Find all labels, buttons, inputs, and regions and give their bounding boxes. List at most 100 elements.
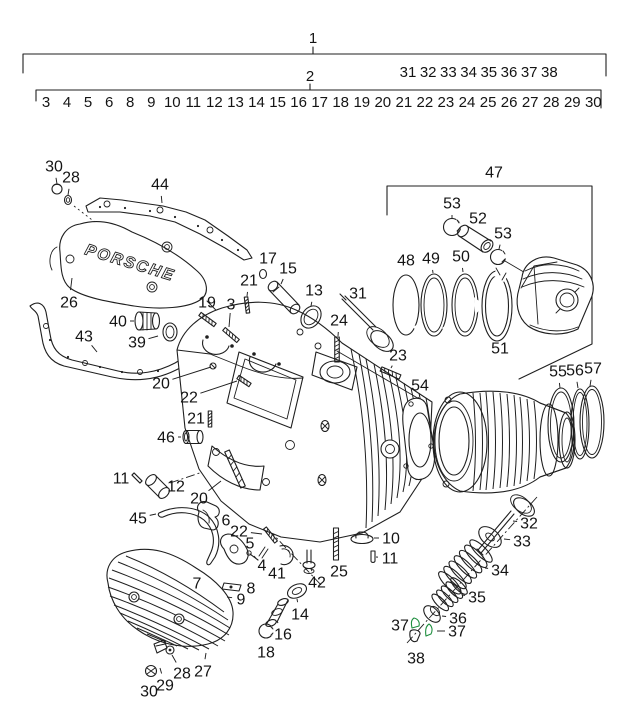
rocker-saddle-6 — [197, 501, 220, 531]
clamp-41 — [279, 545, 294, 566]
stud — [334, 336, 340, 363]
cover-27-boss — [128, 591, 140, 603]
cover-26-boss-hole — [164, 244, 170, 250]
stud — [243, 296, 251, 314]
spring-washer-28-hole — [65, 197, 71, 203]
upper-valve-cover-group: PORSCHE — [29, 183, 253, 381]
callout-number-14: 14 — [291, 607, 309, 624]
callout-number-23: 23 — [389, 348, 407, 365]
plug-40 — [134, 311, 161, 331]
head-fin-boss-hole — [385, 444, 395, 454]
range-number: 10 — [164, 94, 181, 111]
valve-train-group — [350, 494, 535, 643]
cover-26-boss — [161, 241, 173, 253]
callout-number-43: 43 — [75, 329, 93, 346]
seal-ring-14 — [286, 583, 308, 599]
callout-number-31: 31 — [349, 286, 367, 303]
piston-pin-52 — [457, 224, 494, 253]
group47-bracket — [386, 185, 593, 380]
spring-coil — [440, 585, 459, 604]
range-number: 6 — [105, 94, 113, 111]
spring-coil — [431, 593, 450, 612]
callout-number-11: 11 — [382, 551, 399, 568]
callout-number-41: 41 — [268, 566, 286, 583]
stud — [263, 526, 278, 544]
callout-leader — [67, 188, 70, 196]
callout-leader — [296, 598, 299, 603]
valve-seal-13 — [300, 305, 322, 329]
spring-coil — [464, 544, 488, 569]
callout-number-8: 8 — [247, 581, 256, 598]
callout-number-45: 45 — [129, 511, 147, 528]
callout-number-18: 18 — [257, 645, 275, 662]
valve-keeper-37b — [425, 623, 433, 637]
callout-leader — [208, 480, 222, 492]
range-number: 23 — [438, 94, 455, 111]
gasket-44-hole — [103, 200, 111, 208]
spring-coil — [453, 555, 478, 579]
cover-27-boss-hole — [131, 594, 137, 600]
callout-leader — [498, 244, 501, 250]
range-number: 35 — [480, 64, 497, 81]
head-fin-boss — [380, 439, 400, 459]
dome-nut-30-slot — [52, 184, 62, 187]
head-bolt-hole — [212, 448, 220, 456]
valve-spring-35 — [431, 577, 468, 612]
callout-number-56: 56 — [566, 363, 584, 380]
valve-cover-26 — [59, 221, 207, 309]
range-number: 26 — [501, 94, 518, 111]
callout-leader — [253, 555, 257, 559]
callout-leader — [512, 520, 518, 522]
callout-number-49: 49 — [422, 251, 440, 268]
callout-leader — [310, 568, 313, 572]
range-number: 24 — [459, 94, 476, 111]
cover-27-boss — [173, 613, 185, 625]
callout-number-24: 24 — [330, 313, 348, 330]
head-center-opening — [226, 351, 304, 429]
stud — [207, 410, 213, 428]
range-number: 15 — [269, 94, 286, 111]
callout-number-21: 21 — [187, 411, 205, 428]
cover-gasket-44 — [85, 197, 253, 261]
stud — [131, 472, 143, 484]
callout-number-35: 35 — [468, 590, 486, 607]
cylinder-head-group — [145, 268, 433, 543]
head-center-opening-inner — [233, 358, 297, 420]
intake-boss — [311, 351, 358, 391]
dowel-sleeve-46 — [182, 429, 204, 445]
callout-number-4: 4 — [258, 558, 267, 575]
callout-number-26: 26 — [60, 295, 78, 312]
flange-nut-10 — [350, 531, 374, 545]
callout-number-37: 37 — [391, 618, 409, 635]
spring-coil — [469, 539, 493, 563]
callout-number-34: 34 — [491, 563, 509, 580]
cover-26-flange — [49, 246, 58, 271]
callout-leader — [228, 312, 231, 328]
cylinder-base-gasket-54 — [402, 397, 436, 481]
callout-number-54: 54 — [411, 378, 429, 395]
callout-leader — [200, 380, 238, 394]
callout-number-28: 28 — [62, 170, 80, 187]
callout-number-53: 53 — [443, 196, 461, 213]
range-number: 14 — [248, 94, 265, 111]
callout-number-27: 27 — [194, 664, 212, 681]
range-number: 9 — [147, 94, 155, 111]
spring-coil — [436, 589, 454, 608]
range-number: 13 — [227, 94, 244, 111]
spring-coil — [458, 549, 483, 574]
callout-number-47: 47 — [485, 165, 503, 182]
screw-28b — [165, 645, 175, 655]
piston-ring-49 — [420, 273, 454, 337]
callout-number-3: 3 — [227, 297, 236, 314]
callout-number-16: 16 — [274, 627, 292, 644]
callout-leader — [148, 335, 159, 340]
callout-number-11: 11 — [113, 471, 130, 488]
spring-retainer-36 — [423, 605, 441, 623]
head-bolt — [314, 342, 322, 350]
callout-leader — [310, 301, 313, 307]
callout-leader — [280, 278, 284, 285]
gasket-43-hole — [82, 360, 88, 366]
rocker-saddle — [201, 339, 230, 355]
callout-number-44: 44 — [151, 177, 169, 194]
range-number: 38 — [541, 64, 558, 81]
